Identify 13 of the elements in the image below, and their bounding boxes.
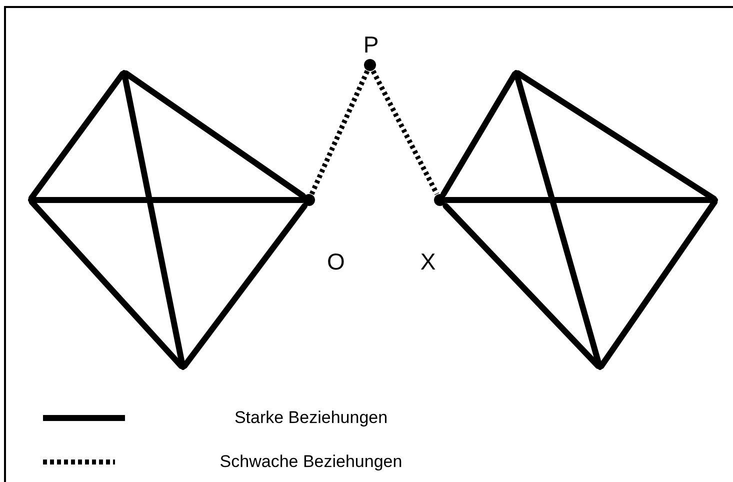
solid-line	[123, 70, 306, 199]
solid-line	[440, 71, 518, 197]
vertex-label: P	[363, 34, 379, 56]
legend-text: Starke Beziehungen	[234, 408, 388, 428]
legend-text: Schwache Beziehungen	[220, 452, 402, 472]
vertex-label: O	[327, 250, 345, 274]
vertex-label: X	[420, 250, 436, 274]
solid-line	[598, 199, 718, 369]
dotted-line	[370, 70, 440, 196]
solid-line	[182, 203, 308, 369]
dotted-line	[309, 70, 370, 196]
solid-line	[442, 203, 602, 369]
solid-line	[28, 199, 184, 369]
